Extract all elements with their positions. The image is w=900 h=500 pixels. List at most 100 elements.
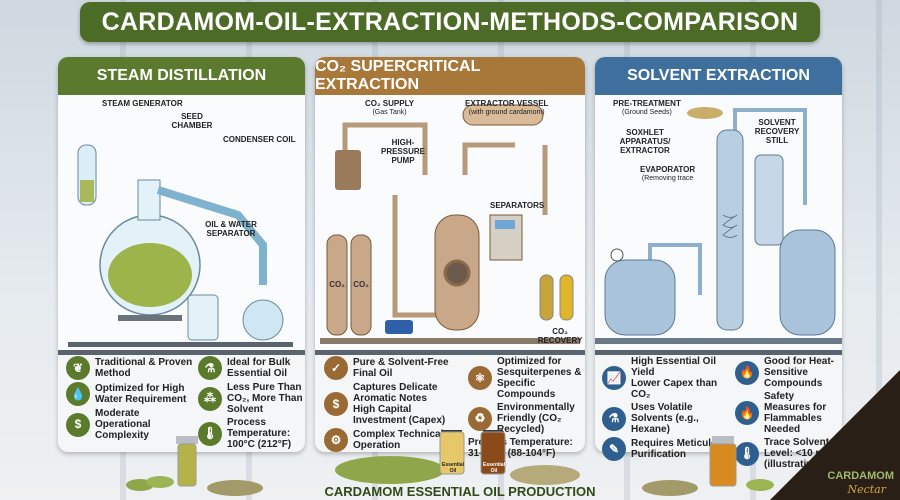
label-pre-treatment: PRE-TREATMENT(Ground Seeds)	[613, 99, 681, 116]
label-solvent-recovery-still: SOLVENT RECOVERY STILL	[754, 118, 800, 145]
feature-item: ✓Pure & Solvent-Free Final Oil	[324, 356, 466, 380]
money-bag-icon: $	[324, 392, 348, 416]
receiving-flask	[242, 299, 284, 341]
feature-item: ⚗Uses Volatile Solvents (e.g., Hexane)	[602, 402, 733, 435]
tank-label: CO₂	[329, 280, 345, 289]
recycle-icon: ♻	[468, 406, 492, 431]
cardamom-pods	[126, 476, 174, 491]
evaporator-tank	[604, 259, 676, 336]
separator-vial	[559, 274, 574, 321]
label-separators: SEPARATORS	[490, 201, 545, 210]
cardamom-pods	[108, 243, 192, 307]
leaf-icon: ❦	[66, 356, 90, 380]
bottle-label: Essential Oil	[442, 462, 464, 474]
co2-tank	[350, 234, 372, 336]
chart-up-icon: 📈	[602, 366, 626, 390]
label-condenser-coil: CONDENSER COIL	[223, 135, 296, 144]
storage-tank	[779, 229, 836, 336]
blue-pump	[385, 320, 413, 334]
checklist-icon: ✎	[602, 437, 626, 461]
feature-item: 🔥Good for Heat-Sensitive Compounds	[735, 356, 841, 389]
shield-check-icon: ✓	[324, 356, 348, 380]
thermometer-icon: 🌡	[198, 421, 222, 446]
essential-oil-bottle	[480, 430, 506, 475]
logo-text: Nectar	[847, 483, 886, 496]
bottom-caption: CARDAMOM ESSENTIAL OIL PRODUCTION	[324, 484, 596, 499]
label-co2-supply: CO₂ SUPPLY(Gas Tank)	[365, 99, 415, 116]
co2-features: ✓Pure & Solvent-Free Final Oil $Captures…	[324, 356, 587, 459]
solvent-features: 📈High Essential Oil Yield Lower Capex th…	[602, 356, 841, 470]
ground-cardamom	[207, 480, 263, 496]
ground-cardamom	[510, 465, 580, 485]
oil-bottle	[176, 436, 198, 487]
molecules-icon: ⁂	[198, 386, 222, 411]
gear-icon: ⚙	[324, 428, 348, 452]
beaker-icon: ⚗	[602, 406, 626, 431]
panel-co2-supercritical: CO₂ SUPERCRITICAL EXTRACTION CO₂ CO₂ CO₂…	[315, 57, 585, 452]
feature-item: 🌡Trace Solvent Level: <10 ppm (illustrat…	[735, 437, 841, 470]
divider	[58, 350, 305, 355]
feature-item: 🔥Safety Measures for Flammables Needed	[735, 391, 841, 435]
solvent-recovery-still	[754, 154, 784, 246]
flame-icon: 🔥	[735, 360, 759, 385]
feature-item: 📈High Essential Oil Yield Lower Capex th…	[602, 356, 733, 400]
oil-water-separator	[187, 294, 219, 341]
viewport	[443, 259, 471, 287]
condenser-coil	[156, 186, 267, 285]
water-drop-icon: 💧	[66, 382, 90, 406]
feature-item: $Moderate Operational Complexity	[66, 408, 196, 441]
feature-item: ✎Requires Meticulous Purification	[602, 437, 733, 461]
logo-text: CARDAMOM	[827, 470, 894, 482]
label-oil-water-separator: OIL & WATER SEPARATOR	[205, 220, 257, 238]
feature-item: ⚛Optimized for Sesquiterpenes & Specific…	[468, 356, 587, 400]
panel-title: CO₂ SUPERCRITICAL EXTRACTION	[315, 57, 585, 95]
ground-seeds	[687, 107, 723, 119]
atom-icon: ⚛	[468, 366, 492, 390]
feature-item: ⚗Ideal for Bulk Essential Oil	[198, 356, 305, 380]
flask-icon: ⚗	[198, 356, 222, 380]
label-co2-recovery: CO₂ RECOVERY	[537, 327, 583, 345]
divider	[315, 350, 585, 355]
label-seed-chamber: SEED CHAMBER	[171, 112, 213, 130]
feature-item: ⚙Complex Technical Operation	[324, 428, 466, 452]
feature-item: ❦Traditional & Proven Method	[66, 356, 196, 380]
pressure-gauge	[610, 248, 624, 262]
pump-motor	[335, 150, 361, 190]
feature-item: $Captures Delicate Aromatic Notes High C…	[324, 382, 466, 426]
seeds-in-column	[80, 180, 94, 202]
bottle-label: Essential Oil	[483, 462, 505, 474]
ground-cardamom	[642, 480, 698, 496]
label-high-pressure-pump: HIGH-PRESSURE PUMP	[380, 138, 425, 165]
solvent-extraction-diagram: PRE-TREATMENT(Ground Seeds) SOXHLET APPA…	[595, 95, 842, 350]
dollar-icon: $	[66, 412, 90, 437]
pipes	[342, 122, 548, 318]
separator-vial	[539, 274, 554, 321]
feature-item: Process Temperature: 31-40°C (88-104°F)	[468, 437, 573, 459]
flame-icon: 🔥	[735, 401, 759, 425]
panel-steam-distillation: STEAM DISTILLATION STEAM GENERATOR SEED …	[58, 57, 305, 452]
seed-chamber	[137, 179, 161, 221]
cardamom-pods	[746, 479, 774, 491]
co2-extraction-diagram: CO₂ CO₂ CO₂ SUPPLY(Gas Tank) EXTRACTOR V…	[315, 95, 585, 350]
feature-item: ♻Environmentally Friendly (CO₂ Recycled)	[468, 402, 587, 435]
horizontal-vessel	[462, 104, 544, 126]
product-illustrations	[126, 430, 774, 496]
divider	[595, 350, 842, 355]
tank-label: CO₂	[353, 280, 369, 289]
essential-oil-bottle	[439, 430, 465, 475]
feature-item: 🌡Process Temperature: 100°C (212°F)	[198, 417, 305, 450]
thermometer-icon: 🌡	[735, 441, 759, 466]
label-evaporator: EVAPORATOR(Removing trace	[640, 165, 696, 182]
cardamom-pods	[335, 456, 445, 484]
co2-tank	[326, 234, 348, 336]
label-soxhlet-extractor: SOXHLET APPARATUS/ EXTRACTOR	[619, 128, 671, 155]
oil-bottle	[709, 436, 737, 487]
lab-bench	[68, 342, 293, 347]
panel-solvent-extraction: SOLVENT EXTRACTION PRE-TREATMENT(Ground …	[595, 57, 842, 452]
panel-title: STEAM DISTILLATION	[58, 57, 305, 95]
label-steam-generator: STEAM GENERATOR	[102, 99, 183, 108]
feature-item: 💧Optimized for High Water Requirement	[66, 382, 196, 406]
steam-features: ❦Traditional & Proven Method 💧Optimized …	[66, 356, 305, 450]
label-extractor-vessel: EXTRACTOR VESSEL(with ground cardamom)	[465, 99, 549, 116]
panel-title: SOLVENT EXTRACTION	[595, 57, 842, 95]
